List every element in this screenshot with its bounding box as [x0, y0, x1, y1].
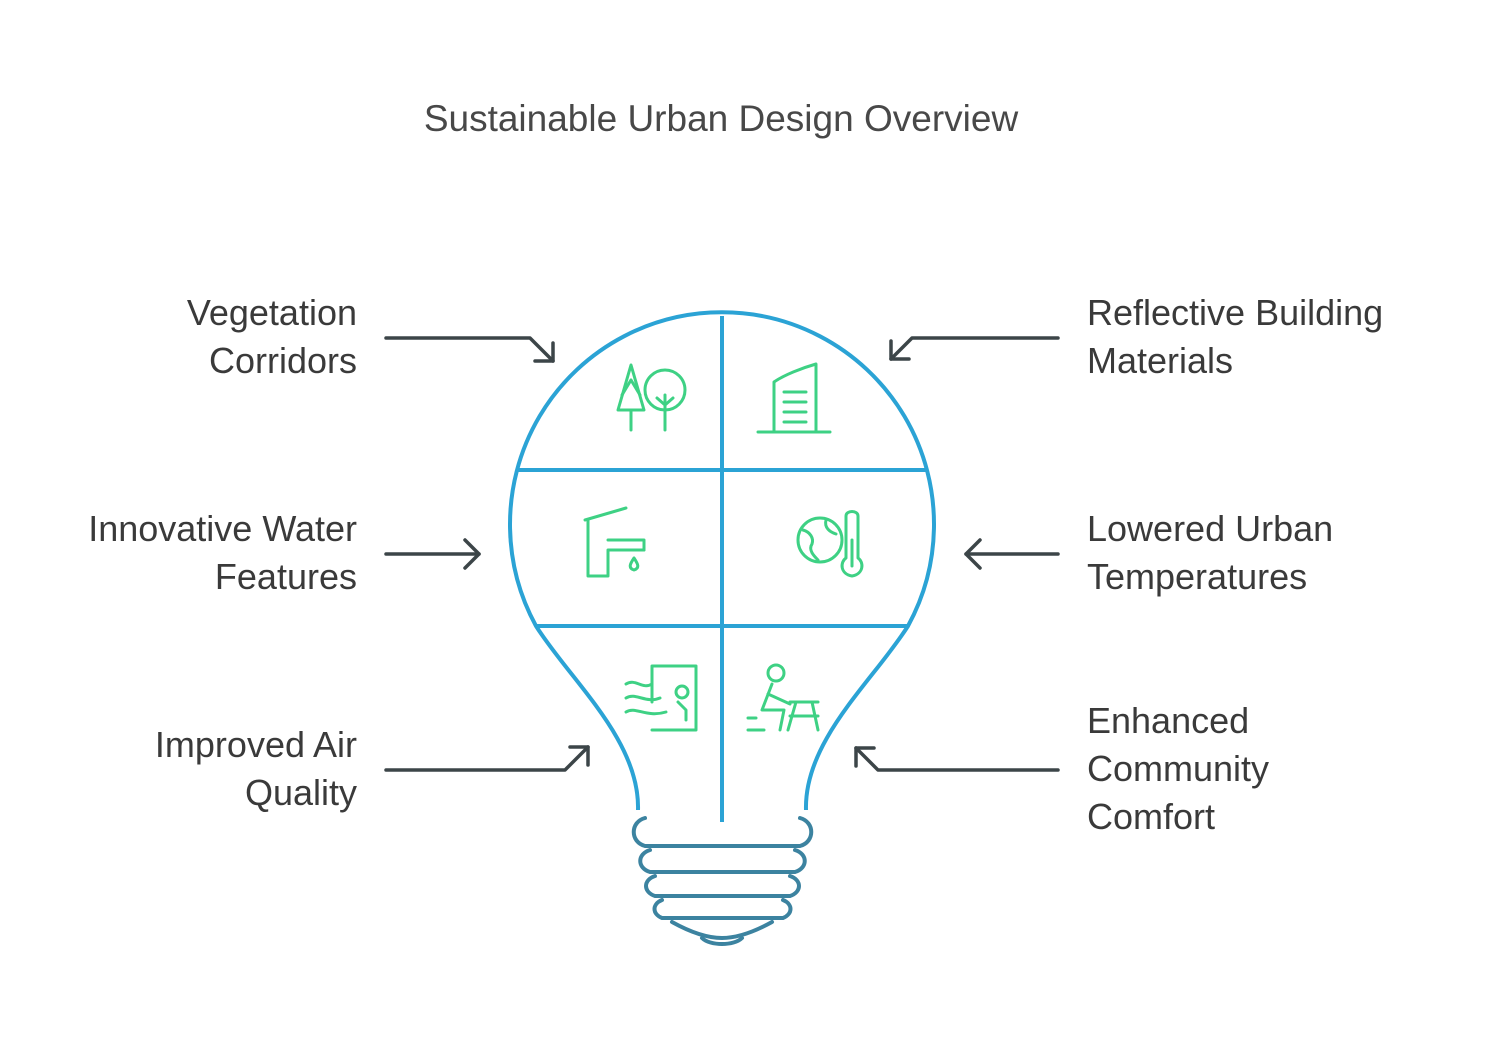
- arrow-air: [384, 745, 590, 772]
- arrow-reflective: [889, 336, 1060, 361]
- label-innovative-water-features: Innovative Water Features: [88, 505, 357, 601]
- arrow-temperature-head: [964, 538, 982, 570]
- trees-icon: [616, 363, 687, 432]
- wind-door-icon: [624, 664, 698, 732]
- label-line: Materials: [1087, 340, 1234, 381]
- arrow-water-head: [463, 538, 481, 570]
- label-line: Enhanced: [1087, 700, 1250, 741]
- arrow-air-head: [568, 745, 590, 767]
- bulb-outline: [508, 310, 936, 811]
- label-line: Temperatures: [1087, 556, 1308, 597]
- label-vegetation-corridors: Vegetation Corridors: [187, 289, 357, 385]
- label-line: Reflective Building: [1087, 292, 1384, 333]
- label-line: Quality: [244, 772, 357, 813]
- label-lowered-urban-temperatures: Lowered Urban Temperatures: [1087, 505, 1333, 601]
- label-line: Corridors: [208, 340, 357, 381]
- arrow-comfort-head: [854, 746, 876, 768]
- label-enhanced-community-comfort: Enhanced Community Comfort: [1087, 697, 1269, 841]
- label-line: Comfort: [1087, 796, 1216, 837]
- connector-arrows: [384, 336, 1060, 772]
- label-line: Features: [214, 556, 357, 597]
- diagram-title: Sustainable Urban Design Overview: [423, 98, 1019, 139]
- label-line: Vegetation: [186, 292, 357, 333]
- label-line: Innovative Water: [88, 508, 357, 549]
- arrow-comfort: [854, 746, 1060, 772]
- bulb-dividers: [517, 316, 927, 822]
- label-reflective-building-materials: Reflective Building Materials: [1087, 289, 1383, 385]
- bulb-base: [631, 816, 814, 946]
- person-bench-icon: [746, 663, 820, 732]
- faucet-icon: [583, 506, 646, 578]
- globe-thermometer-icon: [796, 510, 864, 578]
- arrow-vegetation-head: [533, 341, 555, 363]
- label-line: Community: [1087, 748, 1270, 789]
- label-line: Lowered Urban: [1087, 508, 1334, 549]
- arrow-reflective-head: [889, 339, 911, 361]
- building-icon: [756, 362, 832, 434]
- arrow-vegetation: [384, 336, 555, 363]
- label-line: Improved Air: [154, 724, 357, 765]
- label-improved-air-quality: Improved Air Quality: [155, 721, 357, 817]
